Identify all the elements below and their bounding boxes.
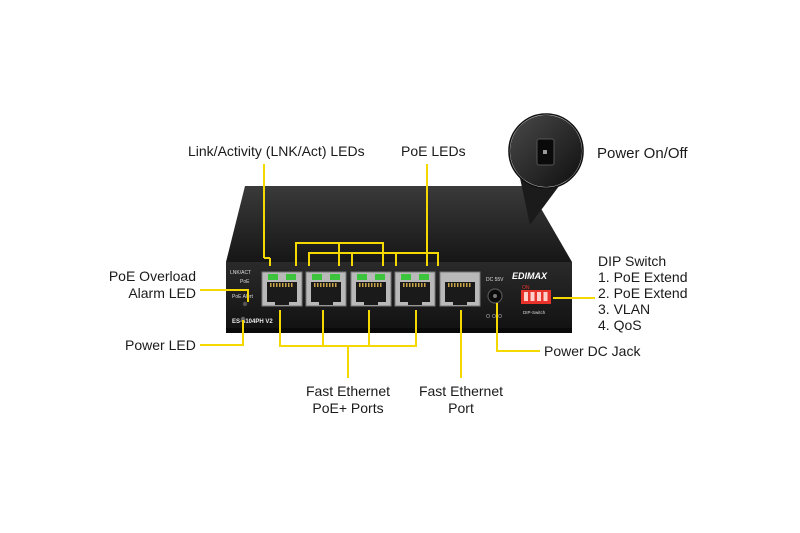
poe-led-label: PoE <box>240 279 250 285</box>
model-label: ES-5104PH V2 <box>232 319 273 325</box>
lnk-act-led <box>357 274 367 280</box>
switch-chassis <box>226 186 572 333</box>
fast-eth-port-line2: Port <box>448 400 474 416</box>
poe-led <box>286 274 296 280</box>
dip-on-label: ON <box>522 285 530 291</box>
poe-led <box>330 274 340 280</box>
callout-fast-eth-poe: Fast Ethernet PoE+ Ports <box>298 383 398 417</box>
dc-label: DC 55V <box>486 277 504 283</box>
lnk-act-led <box>401 274 411 280</box>
lnk-act-led <box>312 274 322 280</box>
poe-alert-label: PoE Alert <box>232 294 253 300</box>
dip-switch-title: DIP Switch <box>598 253 667 269</box>
power-switch-zoom <box>508 113 584 225</box>
lnk-act-label: LNK/ACT <box>230 270 251 276</box>
callout-power-on-off: Power On/Off <box>597 145 688 162</box>
callout-link-activity-leds: Link/Activity (LNK/Act) LEDs <box>188 143 365 159</box>
poe-led <box>375 274 385 280</box>
dip-switch[interactable] <box>521 290 551 304</box>
poe-overload-line1: PoE Overload <box>108 268 196 284</box>
dip-item: 4. QoS <box>598 317 642 333</box>
ethernet-port[interactable] <box>439 271 481 307</box>
dip-item: 3. VLAN <box>598 301 651 317</box>
poe-alarm-led <box>242 301 248 307</box>
dip-label: DIP-Switch <box>523 310 546 315</box>
poe-led <box>419 274 429 280</box>
brand-logo: EDIMAX <box>512 271 548 281</box>
callout-poe-leds: PoE LEDs <box>401 143 466 159</box>
poe-overload-line2: Alarm LED <box>128 285 196 301</box>
power-led <box>240 316 246 322</box>
callout-dip-switch: DIP Switch 1. PoE Extend 2. PoE Extend 3… <box>598 253 688 333</box>
fast-eth-poe-line1: Fast Ethernet <box>305 383 391 399</box>
leader-lines <box>200 164 595 378</box>
fast-eth-poe-line2: PoE+ Ports <box>312 400 384 416</box>
dip-item: 1. PoE Extend <box>598 269 688 285</box>
dip-item: 2. PoE Extend <box>598 285 688 301</box>
ports-group <box>261 271 481 307</box>
chassis-top <box>226 186 572 262</box>
callout-power-dc-jack: Power DC Jack <box>544 343 641 359</box>
fast-eth-port-line1: Fast Ethernet <box>418 383 504 399</box>
lnk-act-led <box>268 274 278 280</box>
callout-power-led: Power LED <box>125 337 196 353</box>
callout-poe-overload: PoE Overload Alarm LED <box>108 268 196 302</box>
callout-fast-eth-port: Fast Ethernet Port <box>411 383 511 417</box>
